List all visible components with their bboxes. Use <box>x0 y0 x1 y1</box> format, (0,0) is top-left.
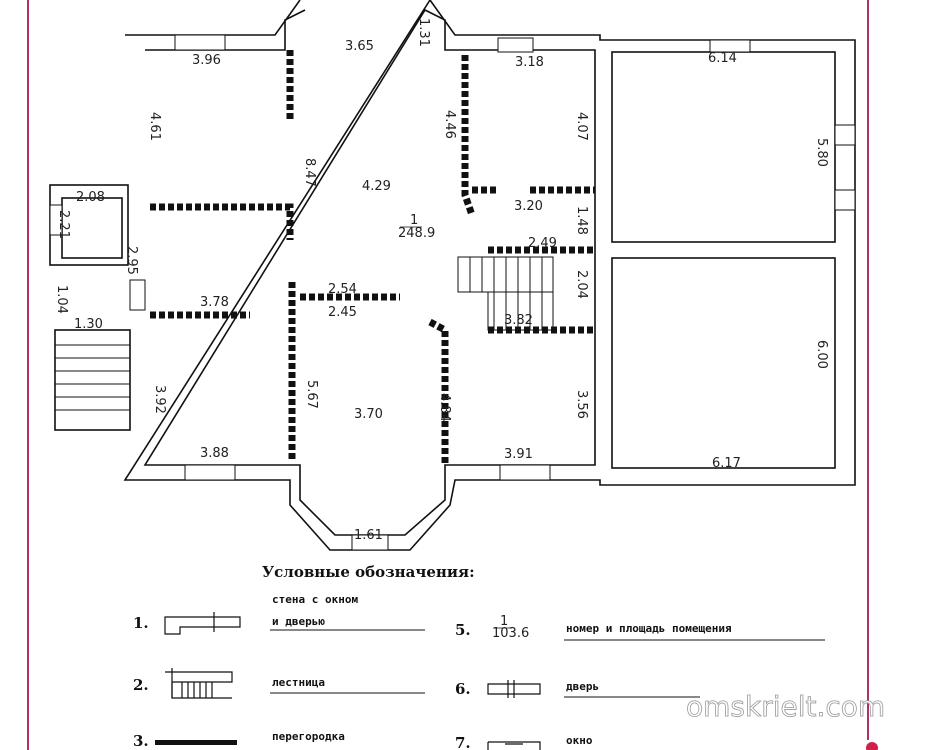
dim-label: 8.47 <box>302 158 317 187</box>
legend-num: 7. <box>455 734 471 750</box>
dim-label: 4.46 <box>442 110 457 139</box>
legend-num: 1. <box>133 614 149 632</box>
dim-label: 4.61 <box>147 112 162 141</box>
windows <box>49 34 856 551</box>
dim-label: 3.56 <box>574 390 589 419</box>
dim-label: 3.78 <box>200 295 229 310</box>
dim-label: 5.80 <box>814 138 829 167</box>
dim-label: 2.45 <box>328 305 357 320</box>
legend: Условные обозначения: 1. стена с окном и… <box>133 563 825 750</box>
dim-label: 1.48 <box>574 206 589 235</box>
dim-label: 3.96 <box>192 53 221 68</box>
dim-label: 3.65 <box>345 39 374 54</box>
room-number: 1 <box>410 213 418 228</box>
stairs-icon <box>165 668 233 699</box>
dim-label: 2.04 <box>574 270 589 299</box>
legend-num: 6. <box>455 680 471 698</box>
partitions <box>150 50 595 465</box>
dim-label: 1.30 <box>74 317 103 332</box>
legend-fraction-bottom: 103.6 <box>492 626 529 641</box>
dim-label: 3.91 <box>504 447 533 462</box>
partition-icon <box>155 740 237 745</box>
legend-text: стена с окном <box>272 593 358 606</box>
legend-num: 5. <box>455 621 471 639</box>
interior-stairs <box>457 256 554 331</box>
dim-label: 3.88 <box>200 446 229 461</box>
legend-text: номер и площадь помещения <box>566 622 732 635</box>
dim-label: 4.29 <box>362 179 391 194</box>
dim-label: 2.08 <box>76 190 105 205</box>
legend-text: и дверью <box>272 615 325 628</box>
dim-label: 3.20 <box>514 199 543 214</box>
door-icon <box>487 680 541 698</box>
room-area: 248.9 <box>398 226 435 241</box>
legend-text: дверь <box>566 680 599 693</box>
legend-text: перегородка <box>272 730 345 743</box>
porch-stairs <box>55 344 130 411</box>
dim-label: 3.92 <box>152 385 167 414</box>
dim-label: 2.49 <box>528 236 557 251</box>
window-icon <box>487 741 541 750</box>
legend-num: 2. <box>133 676 149 694</box>
dim-label: 4.84 <box>437 393 452 422</box>
dim-label: 1.04 <box>54 285 69 314</box>
dim-label: 3.18 <box>515 55 544 70</box>
dim-label: 1.61 <box>354 528 383 543</box>
dim-label: 2.54 <box>328 282 357 297</box>
dim-label: 2.21 <box>56 210 71 239</box>
room-label: 1 248.9 <box>398 213 435 241</box>
dim-label: 2.95 <box>124 246 139 275</box>
dimension-labels: 3.65 1.31 3.96 3.18 6.14 4.61 8.47 4.29 … <box>54 18 829 543</box>
wall-with-window-door-icon <box>164 612 241 635</box>
dim-label: 4.07 <box>574 112 589 141</box>
dim-label: 1.31 <box>416 18 431 47</box>
dim-label: 5.67 <box>304 380 319 409</box>
legend-text: лестница <box>272 676 325 689</box>
dim-label: 6.00 <box>814 340 829 369</box>
legend-text: окно <box>566 734 593 747</box>
legend-fraction-top: 1 <box>500 614 508 629</box>
legend-num: 3. <box>133 732 149 750</box>
dim-label: 6.14 <box>708 51 737 66</box>
dim-label: 3.70 <box>354 407 383 422</box>
dim-label: 3.82 <box>504 313 533 328</box>
corner-dot <box>866 742 878 750</box>
watermark: omskrielt.com <box>686 690 885 723</box>
dim-label: 6.17 <box>712 456 741 471</box>
legend-title: Условные обозначения: <box>262 563 475 581</box>
